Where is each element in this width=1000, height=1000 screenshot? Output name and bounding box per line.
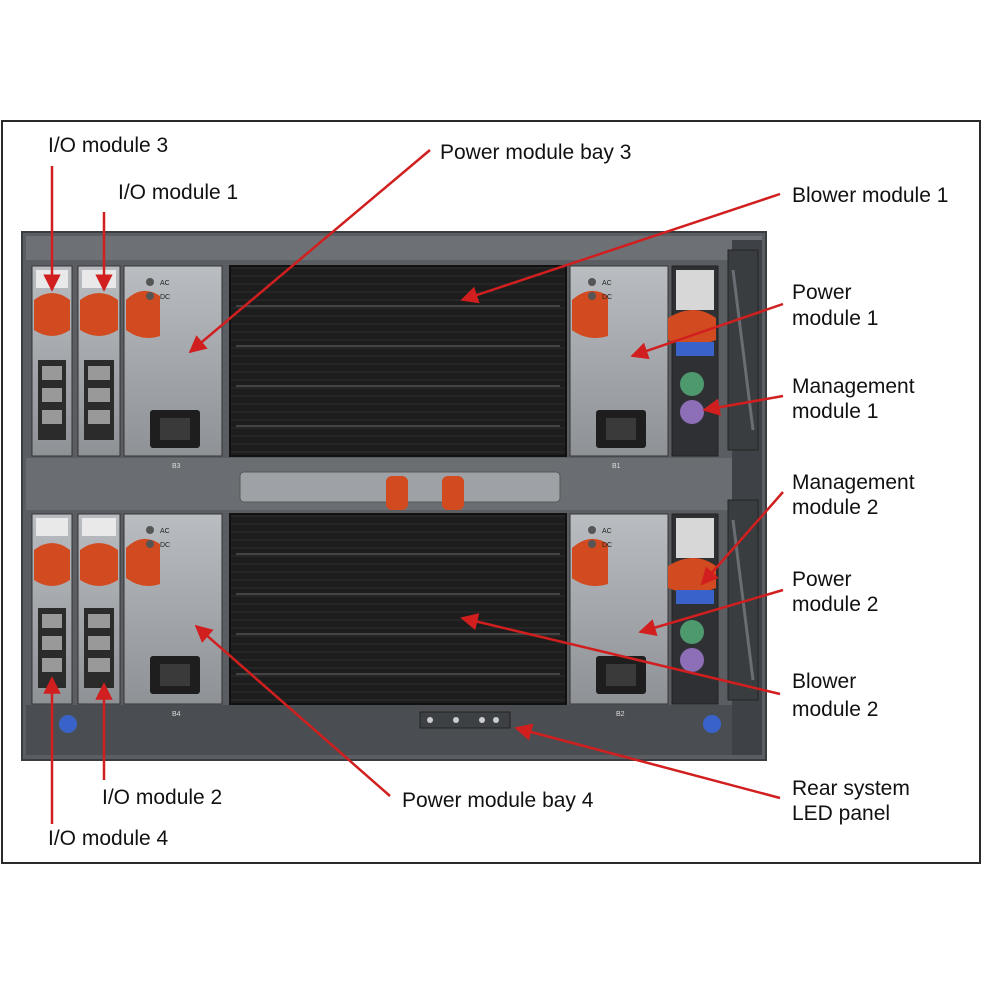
label-power-module-1-line2: module 1 — [792, 307, 879, 330]
arrow-management-module-1 — [702, 394, 784, 416]
bay-2-tag: B2 — [616, 711, 625, 718]
power-module-icon — [569, 513, 669, 705]
label-management-module-1-line2: module 1 — [792, 400, 879, 423]
label-management-module-2-line2: module 2 — [792, 496, 879, 519]
dc-mark-top-right: DC — [602, 294, 612, 301]
label-io-module-2: I/O module 2 — [102, 786, 223, 809]
label-rear-led-line1: Rear system — [792, 777, 910, 800]
center-handle — [239, 471, 561, 510]
label-blower-module-2-line2: module 2 — [792, 698, 879, 721]
bay-4-tag: B4 — [172, 711, 181, 718]
label-io-module-1: I/O module 1 — [118, 181, 239, 204]
io-module-icon — [77, 265, 121, 457]
arrow-rear-led-panel — [514, 723, 781, 800]
thumbscrew-icon — [703, 715, 721, 733]
management-module-icon — [668, 513, 719, 705]
io-module-icon — [77, 513, 121, 705]
power-socket-icon — [150, 656, 200, 694]
thumbscrew-icon — [59, 715, 77, 733]
blower-module-icon — [727, 249, 759, 451]
label-rear-led-line2: LED panel — [792, 802, 891, 825]
dc-mark-bottom-left: DC — [160, 542, 170, 549]
label-io-module-4: I/O module 4 — [48, 827, 169, 850]
arrow-blower-module-2 — [460, 613, 781, 696]
arrow-power-module-bay-4 — [194, 624, 391, 797]
label-blower-module-2-line1: Blower — [792, 670, 857, 693]
io-module-icon — [31, 513, 73, 705]
dc-mark-bottom-right: DC — [602, 542, 612, 549]
bay-1-tag: B1 — [612, 463, 621, 470]
power-socket-icon — [150, 410, 200, 448]
ac-mark-bottom-right: AC — [602, 528, 612, 535]
label-power-module-bay-4: Power module bay 4 — [402, 789, 594, 812]
ac-mark-bottom-left: AC — [160, 528, 170, 535]
label-management-module-2-line1: Management — [792, 471, 915, 494]
power-module-bay-4 — [229, 513, 567, 705]
dc-mark-top-left: DC — [160, 294, 170, 301]
label-power-module-1-line1: Power — [792, 281, 852, 304]
label-io-module-3: I/O module 3 — [48, 134, 169, 157]
arrow-power-module-1 — [630, 302, 784, 360]
label-power-module-bay-3: Power module bay 3 — [440, 141, 632, 164]
label-blower-module-1: Blower module 1 — [792, 184, 949, 207]
power-socket-icon — [596, 656, 646, 694]
arrow-power-module-2 — [638, 588, 784, 636]
io-module-icon — [31, 265, 73, 457]
label-power-module-2-line2: module 2 — [792, 593, 879, 616]
arrow-power-module-bay-3 — [188, 149, 431, 354]
ac-mark-top-right: AC — [602, 280, 612, 287]
arrow-blower-module-1 — [460, 192, 781, 304]
led-panel-icon — [419, 711, 511, 729]
bay-3-tag: B3 — [172, 463, 181, 470]
power-module-icon — [123, 265, 223, 457]
blower-module-icon — [727, 499, 759, 701]
label-management-module-1-line1: Management — [792, 375, 915, 398]
power-module-icon — [123, 513, 223, 705]
power-module-bay-3 — [229, 265, 567, 457]
management-module-icon — [668, 265, 719, 457]
power-module-icon — [569, 265, 669, 457]
power-socket-icon — [596, 410, 646, 448]
label-power-module-2-line1: Power — [792, 568, 852, 591]
arrow-management-module-2 — [700, 491, 784, 586]
ac-mark-top-left: AC — [160, 280, 170, 287]
